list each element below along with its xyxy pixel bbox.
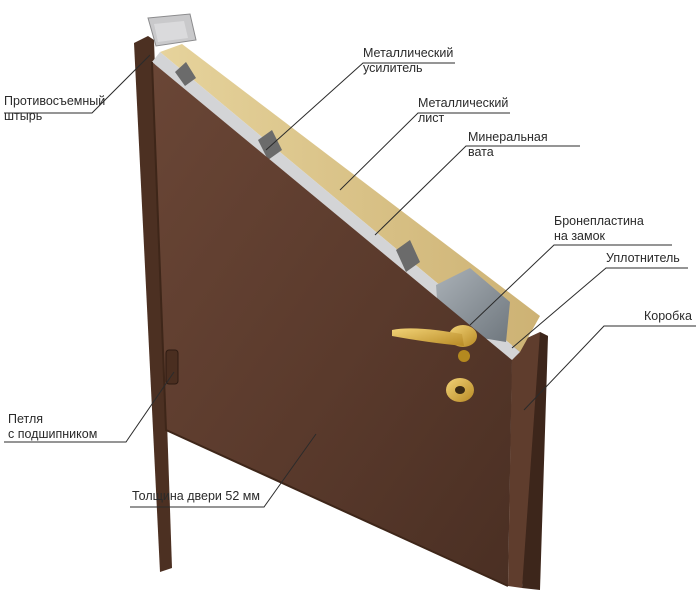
label-armor-plate: Бронепластина на замок bbox=[554, 214, 644, 244]
frame-right-post-side bbox=[522, 332, 548, 590]
label-mineral-wool: Минеральная вата bbox=[468, 130, 548, 160]
door-handle bbox=[392, 325, 477, 362]
leader-hinge bbox=[4, 371, 175, 443]
key-escutcheon bbox=[446, 378, 474, 402]
metal-sheet-edge bbox=[152, 52, 520, 360]
label-metal-reinforcement-line1: Металлический bbox=[363, 46, 454, 60]
label-hinge-line1: Петля bbox=[8, 412, 44, 426]
label-armor-plate-line1: Бронепластина bbox=[554, 214, 644, 228]
label-metal-reinforcement: Металлический усилитель bbox=[363, 46, 453, 76]
reinforcement-ribs bbox=[175, 62, 420, 272]
leader-lines bbox=[4, 54, 696, 508]
leader-seal bbox=[511, 267, 688, 349]
door-leaf-outline bbox=[151, 61, 509, 587]
label-mineral-wool-line2: вата bbox=[468, 145, 494, 159]
door-leaf bbox=[152, 62, 512, 586]
leader-thickness bbox=[130, 433, 317, 508]
label-frame: Коробка bbox=[644, 309, 692, 324]
label-hinge: Петля с подшипником bbox=[8, 412, 97, 442]
label-thickness: Толщина двери 52 мм bbox=[132, 489, 260, 504]
leader-mineral-wool bbox=[374, 145, 580, 236]
insulation-strip bbox=[160, 44, 540, 352]
label-metal-reinforcement-line2: усилитель bbox=[363, 61, 423, 75]
label-frame-line1: Коробка bbox=[644, 309, 692, 323]
label-metal-sheet-line2: лист bbox=[418, 111, 445, 125]
label-mineral-wool-line1: Минеральная bbox=[468, 130, 548, 144]
label-armor-plate-line2: на замок bbox=[554, 229, 606, 243]
label-seal-line1: Уплотнитель bbox=[606, 251, 680, 265]
label-hinge-line2: с подшипником bbox=[8, 427, 98, 441]
label-seal: Уплотнитель bbox=[606, 251, 680, 266]
label-thickness-line1: Толщина двери 52 мм bbox=[132, 489, 260, 503]
label-metal-sheet: Металлический лист bbox=[418, 96, 508, 126]
leader-metal-sheet bbox=[339, 112, 510, 191]
hinge-shape bbox=[165, 349, 179, 385]
frame-top-corner-inner bbox=[154, 21, 188, 42]
frame-left-post bbox=[134, 36, 172, 572]
leader-anti-removal-pin bbox=[4, 54, 151, 114]
leader-armor-plate bbox=[469, 244, 672, 326]
leader-frame bbox=[523, 325, 696, 411]
leader-metal-reinforcement bbox=[265, 62, 455, 151]
label-anti-removal-pin-line2: штырь bbox=[4, 109, 43, 123]
label-metal-sheet-line1: Металлический bbox=[418, 96, 509, 110]
label-anti-removal-pin: Противосъемный штырь bbox=[4, 94, 105, 124]
label-anti-removal-pin-line1: Противосъемный bbox=[4, 94, 106, 108]
